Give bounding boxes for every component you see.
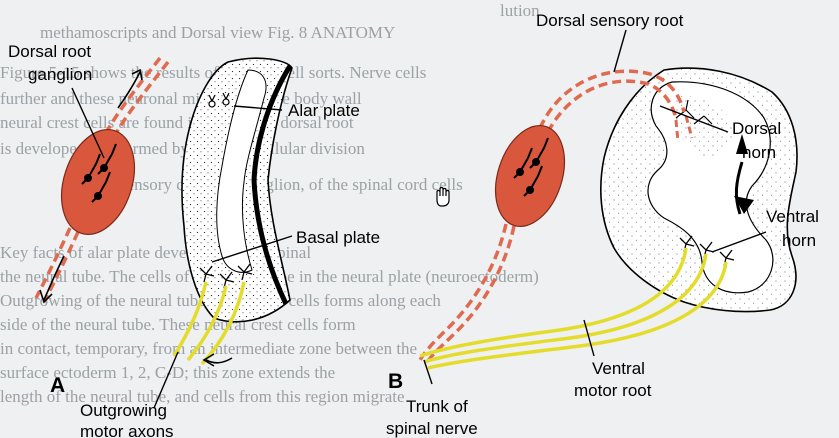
label-ventral-horn: Ventral xyxy=(766,207,819,226)
background-text-line: is developed and formed by repeated cell… xyxy=(0,139,365,158)
basal-plate-motor-neuron-icon xyxy=(199,263,253,289)
leader-dorsal-root-ganglion xyxy=(71,87,105,159)
leader-trunk-spinal-nerve xyxy=(423,359,433,385)
panel-a-neural-tube xyxy=(181,57,293,323)
label-ventral-motor-root: motor root xyxy=(574,381,652,400)
panel-a-axon-arrow xyxy=(205,357,233,364)
panel-a-dorsal-root-ganglion xyxy=(61,128,135,236)
panel-label-b: B xyxy=(388,370,403,393)
background-text-line: side of the neural tube. These neural cr… xyxy=(0,315,356,334)
background-text-line: methamoscripts and Dorsal view Fig. 8 AN… xyxy=(40,23,395,42)
leader-dorsal-sensory-root xyxy=(613,29,627,73)
background-text-line: length of the neural tube, and cells fro… xyxy=(0,387,405,406)
panel-b-spinal-cord xyxy=(600,67,798,313)
label-ventral-motor-root: Ventral xyxy=(592,359,645,378)
panel-b: Dorsal sensory root Dorsal horn Ventral … xyxy=(386,11,819,438)
label-trunk-spinal-nerve: spinal nerve xyxy=(386,419,478,438)
label-ventral-horn: horn xyxy=(782,231,816,250)
leader-ventral-motor-root xyxy=(583,319,595,357)
background-text-line: sensory cells in a ganglion, of the spin… xyxy=(120,175,463,194)
label-alar-plate: Alar plate xyxy=(288,101,360,120)
hand-cursor-icon xyxy=(436,186,450,207)
panel-b-dorsal-sensory-root xyxy=(418,69,694,365)
leader-dorsal-horn xyxy=(659,105,729,133)
label-dorsal-root-ganglion: Dorsal root xyxy=(8,42,91,61)
alar-plate-neuron-icon xyxy=(208,92,230,108)
leader-alar-plate xyxy=(233,105,283,111)
label-dorsal-horn: horn xyxy=(742,143,776,162)
ganglion-neuron-icon xyxy=(81,143,117,203)
leader-outgrowing-axons xyxy=(153,351,179,409)
panel-b-ventral-motor-root xyxy=(419,247,728,370)
background-text-line: surface ectoderm 1, 2, C-D; this zone ex… xyxy=(0,363,335,382)
ganglion-neuron-icon xyxy=(513,137,549,197)
label-outgrowing-motor-axons: motor axons xyxy=(80,422,174,438)
label-outgrowing-motor-axons: Outgrowing xyxy=(80,401,167,420)
background-text-line: lution xyxy=(500,1,540,20)
panel-label-a: A xyxy=(50,374,65,397)
label-dorsal-sensory-root: Dorsal sensory root xyxy=(536,11,684,30)
label-dorsal-root-ganglion: ganglion xyxy=(28,65,92,84)
background-text-line: in contact, temporary, from an intermedi… xyxy=(0,339,417,358)
leader-basal-plate xyxy=(211,235,293,263)
label-basal-plate: Basal plate xyxy=(296,228,380,247)
background-text-line: Figure 5-15 shows the results of specifi… xyxy=(0,63,426,82)
ventral-horn-motor-neuron-icon xyxy=(679,235,735,267)
label-trunk-spinal-nerve: Trunk of xyxy=(406,397,468,416)
panel-a-migration-arrows xyxy=(39,68,143,304)
label-dorsal-horn: Dorsal xyxy=(732,119,781,138)
panel-a-axon-arrow-head xyxy=(202,353,215,367)
panel-b-dorsal-root-ganglion xyxy=(494,124,566,228)
panel-a: Dorsal root ganglion Alar plate Basal pl… xyxy=(8,42,380,438)
leader-ventral-horn xyxy=(711,231,767,253)
